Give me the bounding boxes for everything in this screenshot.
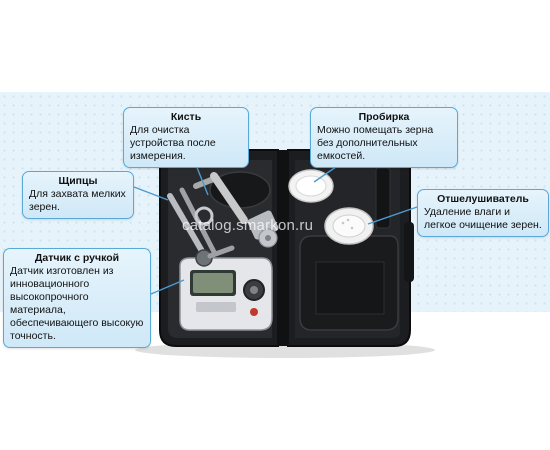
callout-text: Датчик изготовлен из инновационного высо… [10,265,144,342]
watermark-text: catalog.smarkon.ru [182,217,314,234]
case-handle [404,222,414,282]
grain-sheller-part [247,210,279,248]
callout-tongs: Щипцы Для захвата мелких зерен. [22,171,134,219]
callout-test-tube: Пробирка Можно помещать зерна без дополн… [310,107,458,168]
callout-title: Кисть [170,111,202,123]
callout-title: Щипцы [58,175,98,187]
case-hinge [277,150,289,346]
callout-text: Для захвата мелких зерен. [29,188,126,213]
brush-tool [193,172,248,224]
mold-slot-vertical [375,167,391,229]
moisture-meter-device [179,257,273,331]
callout-text: Можно помещать зерна без дополнительных … [317,124,434,162]
callout-sensor: Датчик с ручкой Датчик изготовлен из инн… [3,248,151,348]
tongs-tool [167,187,217,261]
callout-title: Отшелушиватель [437,193,529,205]
callout-title: Пробирка [358,111,410,123]
callout-title: Датчик с ручкой [34,252,120,264]
callout-brush: Кисть Для очистка устройства после измер… [123,107,249,168]
callout-text: Удаление влаги и легкое очищение зерен. [424,206,542,231]
callout-text: Для очистка устройства после измерения. [130,124,216,162]
sensor-with-handle [195,245,235,267]
callout-sheller: Отшелушиватель Удаление влаги и легкое о… [417,189,549,237]
mold-inner-right [315,261,385,315]
